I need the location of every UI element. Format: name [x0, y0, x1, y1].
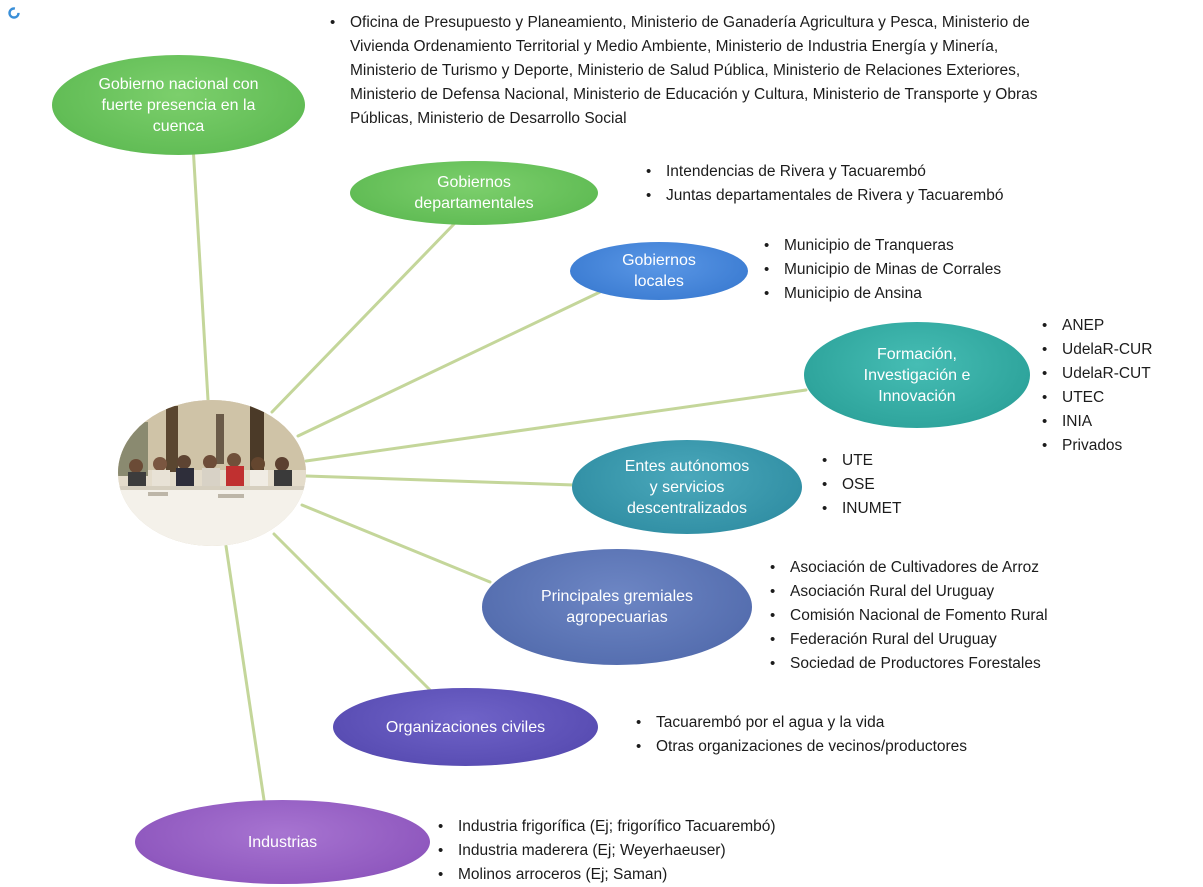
- list-item: Intendencias de Rivera y Tacuarembó: [642, 160, 1003, 184]
- list-item: Juntas departamentales de Rivera y Tacua…: [642, 184, 1003, 208]
- list-item: Municipio de Ansina: [760, 282, 1001, 306]
- list-item: Molinos arroceros (Ej; Saman): [434, 863, 776, 887]
- list-item: Oficina de Presupuesto y Planeamiento, M…: [326, 11, 1037, 35]
- list-item: Industria maderera (Ej; Weyerhaeuser): [434, 839, 776, 863]
- list-organizaciones: Tacuarembó por el agua y la vida Otras o…: [632, 711, 967, 759]
- node-industrias: Industrias: [135, 800, 430, 884]
- list-item: Asociación de Cultivadores de Arroz: [766, 556, 1048, 580]
- list-gobierno-nacional: Oficina de Presupuesto y Planeamiento, M…: [326, 11, 1037, 131]
- list-gobiernos-locales: Municipio de Tranqueras Municipio de Min…: [760, 234, 1001, 306]
- meeting-photo: [118, 400, 306, 546]
- node-label: Gobierno nacional con fuerte presencia e…: [98, 75, 259, 135]
- list-item: OSE: [818, 473, 901, 497]
- list-item: UdelaR-CUR: [1038, 338, 1152, 362]
- node-gremiales: Principales gremiales agropecuarias: [482, 549, 752, 665]
- list-item: Comisión Nacional de Fomento Rural: [766, 604, 1048, 628]
- connector-gobierno-nacional: [190, 126, 210, 402]
- connector-formacion: [304, 388, 808, 463]
- node-label: Entes autónomos y servicios descentraliz…: [624, 457, 750, 517]
- node-label: Formación, Investigación e Innovación: [863, 345, 971, 405]
- list-item: UdelaR-CUT: [1038, 362, 1152, 386]
- list-item: UTEC: [1038, 386, 1152, 410]
- node-organizaciones: Organizaciones civiles: [333, 688, 598, 766]
- list-item: UTE: [818, 449, 901, 473]
- connector-industrias: [224, 544, 266, 802]
- list-item: Vivienda Ordenamiento Territorial y Medi…: [350, 38, 999, 55]
- node-formacion: Formación, Investigación e Innovación: [804, 322, 1030, 428]
- list-entes: UTE OSE INUMET: [818, 449, 901, 521]
- list-item: Privados: [1038, 434, 1152, 458]
- list-item: Industria frigorífica (Ej; frigorífico T…: [434, 815, 776, 839]
- list-item: Otras organizaciones de vecinos/producto…: [632, 735, 967, 759]
- node-gobiernos-departamentales: Gobiernos departamentales: [350, 161, 598, 225]
- connector-gremiales: [300, 503, 492, 584]
- list-item: Tacuarembó por el agua y la vida: [632, 711, 967, 735]
- node-entes: Entes autónomos y servicios descentraliz…: [572, 440, 802, 534]
- list-item: ANEP: [1038, 314, 1152, 338]
- connector-gobiernos-locales: [296, 290, 602, 438]
- list-gobiernos-departamentales: Intendencias de Rivera y Tacuarembó Junt…: [642, 160, 1003, 208]
- connector-organizaciones: [272, 532, 432, 692]
- list-item: INUMET: [818, 497, 901, 521]
- node-label: Gobiernos departamentales: [414, 174, 534, 212]
- connector-gobiernos-departamentales: [270, 221, 457, 414]
- list-item: INIA: [1038, 410, 1152, 434]
- list-gremiales: Asociación de Cultivadores de Arroz Asoc…: [766, 556, 1048, 676]
- list-item: Asociación Rural del Uruguay: [766, 580, 1048, 604]
- connector-entes: [304, 474, 576, 487]
- node-label: Industrias: [247, 833, 318, 851]
- refresh-ring-icon: [8, 7, 20, 19]
- node-label: Organizaciones civiles: [385, 718, 546, 736]
- list-item: Ministerio de Turismo y Deporte, Ministe…: [350, 62, 1021, 79]
- node-gobiernos-locales: Gobiernos locales: [570, 242, 748, 300]
- node-label: Gobiernos locales: [622, 252, 696, 290]
- list-item: Municipio de Tranqueras: [760, 234, 1001, 258]
- list-item: Sociedad de Productores Forestales: [766, 652, 1048, 676]
- list-item: Federación Rural del Uruguay: [766, 628, 1048, 652]
- list-item: Ministerio de Defensa Nacional, Minister…: [350, 86, 1038, 103]
- list-formacion: ANEP UdelaR-CUR UdelaR-CUT UTEC INIA Pri…: [1038, 314, 1152, 458]
- list-item: Municipio de Minas de Corrales: [760, 258, 1001, 282]
- list-item: Públicas, Ministerio de Desarrollo Socia…: [350, 110, 627, 127]
- list-industrias: Industria frigorífica (Ej; frigorífico T…: [434, 815, 776, 887]
- node-gobierno-nacional: Gobierno nacional con fuerte presencia e…: [52, 55, 305, 155]
- node-label: Principales gremiales agropecuarias: [540, 588, 694, 626]
